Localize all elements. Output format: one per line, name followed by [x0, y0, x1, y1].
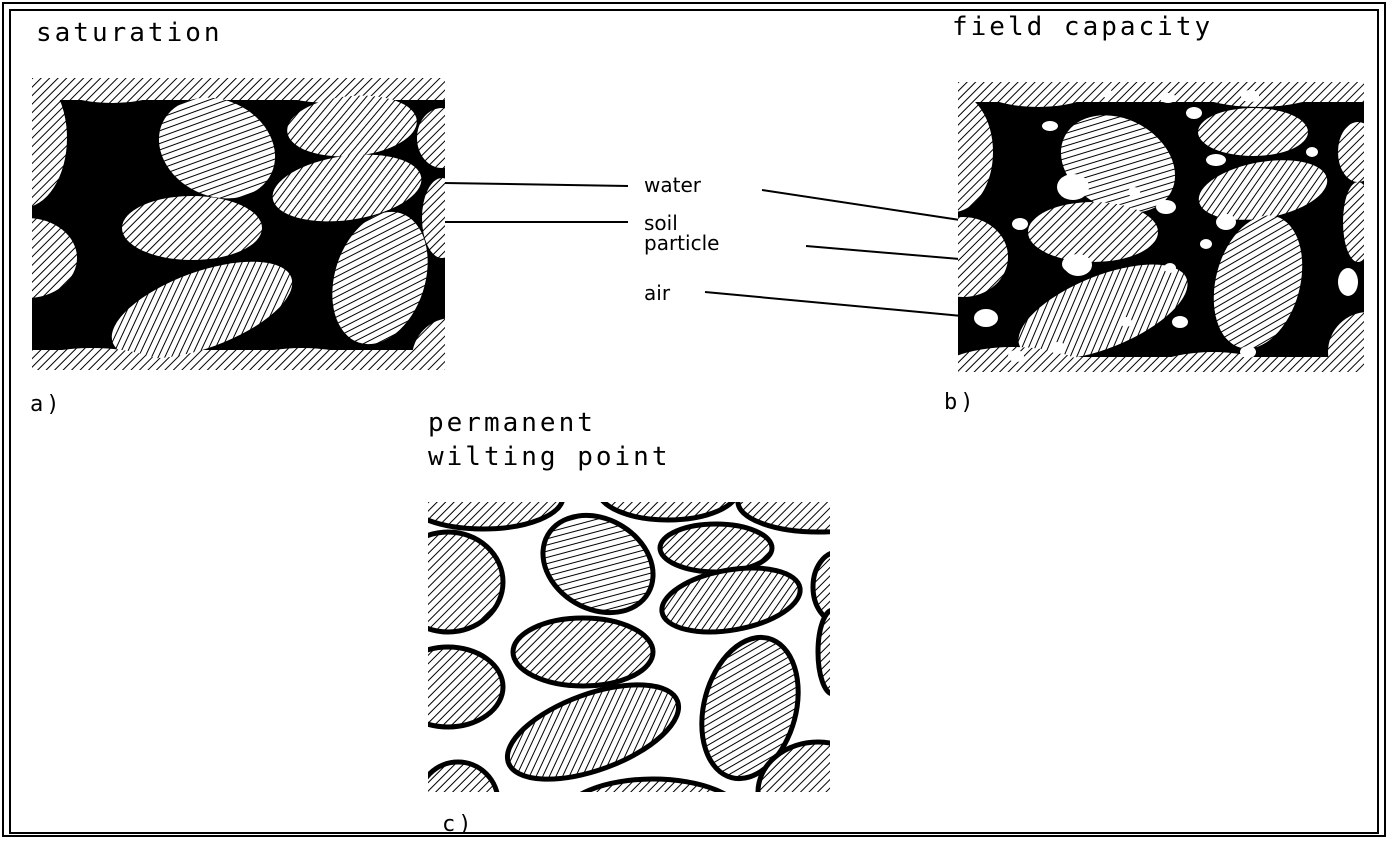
leader-air-b — [705, 292, 962, 316]
panel-saturation — [32, 78, 445, 370]
saturation-illustration — [32, 78, 445, 370]
leader-water-a — [444, 183, 628, 186]
field-capacity-illustration — [958, 82, 1364, 372]
panel-wilting-point — [428, 502, 830, 792]
wilting-point-illustration — [428, 502, 830, 792]
leader-water-b — [762, 190, 960, 220]
panel-field-capacity — [958, 82, 1364, 372]
